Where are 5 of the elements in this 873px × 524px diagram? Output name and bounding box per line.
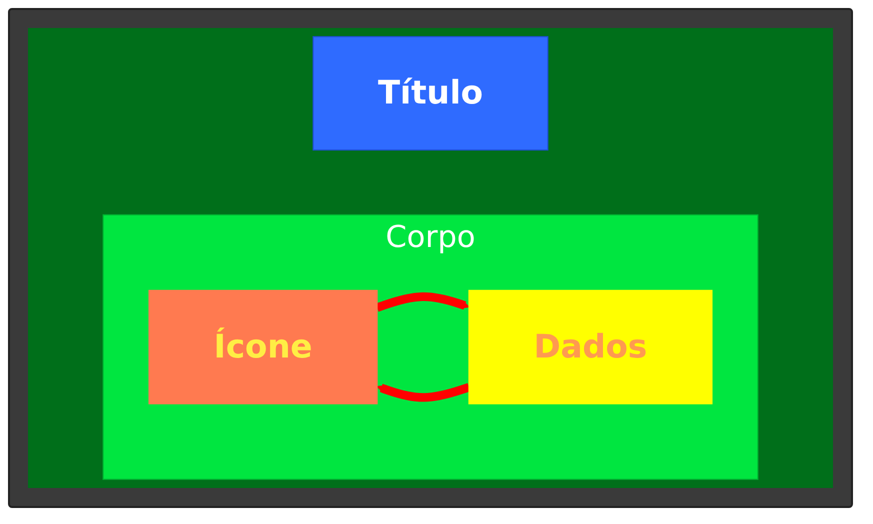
arrow bbox=[376, 383, 470, 402]
node-box: Ícone bbox=[148, 290, 378, 404]
arrow bbox=[376, 292, 470, 312]
node-box: Título bbox=[312, 36, 548, 151]
node-box: Dados bbox=[468, 290, 713, 404]
